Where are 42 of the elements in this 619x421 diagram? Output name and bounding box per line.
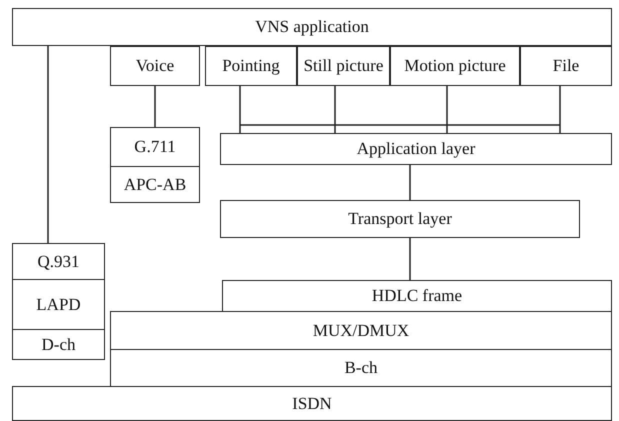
- layer-label: LAPD: [36, 296, 81, 314]
- layer-label: Voice: [136, 57, 174, 75]
- layer-box: [205, 46, 297, 86]
- layer-label: Still picture: [304, 57, 384, 75]
- layer-box: [110, 349, 612, 387]
- layer-label: APC-AB: [124, 176, 186, 194]
- layer-label: Q.931: [37, 252, 80, 270]
- layer-box: [110, 127, 200, 167]
- layer-label: D-ch: [42, 336, 76, 354]
- layer-label: HDLC frame: [372, 287, 462, 305]
- connector-line: [47, 46, 49, 243]
- layer-box: [12, 386, 612, 421]
- layer-label: File: [552, 57, 580, 75]
- layer-box: [297, 46, 390, 86]
- connector-line: [239, 86, 241, 133]
- layer-label: ISDN: [292, 394, 332, 412]
- layer-box: [390, 46, 520, 86]
- layer-box: [222, 280, 612, 312]
- layer-label: MUX/DMUX: [312, 322, 410, 340]
- layer-box: [220, 200, 580, 238]
- layer-box: [110, 46, 200, 86]
- connector-line: [154, 86, 156, 127]
- connector-line: [409, 165, 411, 200]
- layer-box: [12, 329, 105, 360]
- layer-box: [12, 8, 612, 46]
- connector-line: [334, 86, 336, 133]
- layer-box: [110, 311, 612, 350]
- layer-label: Motion picture: [404, 57, 506, 75]
- connector-line: [559, 86, 561, 133]
- layer-label: Transport layer: [348, 210, 452, 228]
- layer-box: [520, 46, 612, 86]
- layer-box: [220, 133, 612, 165]
- layer-label: VNS application: [255, 18, 369, 36]
- layer-box: [12, 279, 105, 330]
- connector-line: [446, 86, 448, 133]
- layer-box: [110, 166, 200, 203]
- connector-line: [409, 238, 411, 280]
- layer-label: Pointing: [222, 57, 280, 75]
- layer-label: G.711: [134, 138, 176, 156]
- layer-label: B-ch: [344, 359, 378, 377]
- layer-box: [12, 243, 105, 280]
- layer-label: Application layer: [356, 140, 476, 158]
